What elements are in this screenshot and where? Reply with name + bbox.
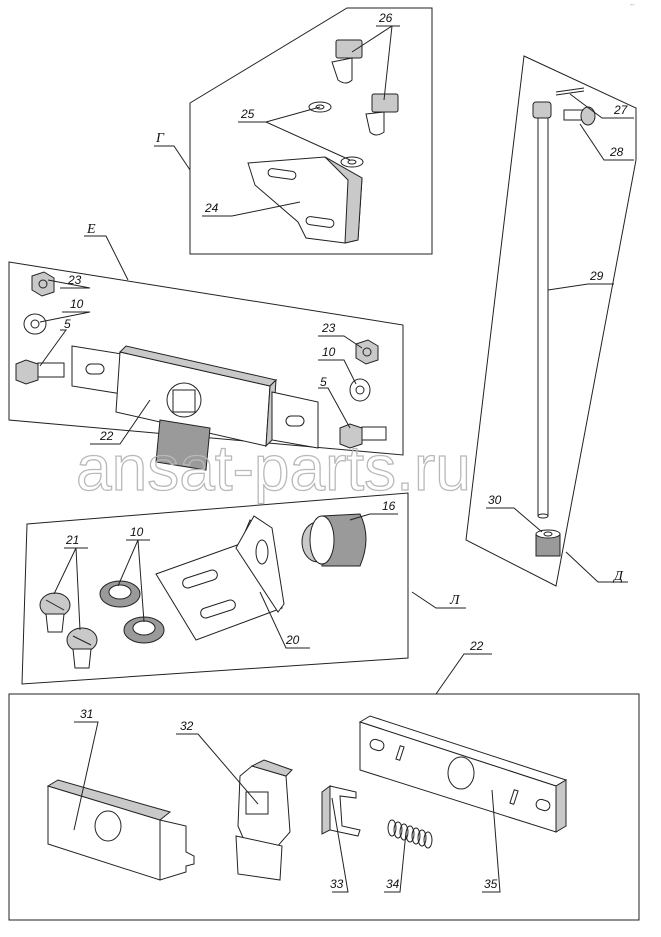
callout-29: 29: [589, 269, 604, 283]
cotter-pin-27: [555, 87, 585, 96]
group-label-l: Л: [449, 593, 461, 608]
panel-d: 27 28 29 30 Д: [465, 55, 637, 587]
group-label-g: Г: [155, 131, 165, 146]
bolt-26-b: [365, 93, 399, 136]
pin-28: [563, 106, 596, 126]
callout-28: 28: [609, 145, 624, 159]
bolt-5-a: [15, 359, 65, 385]
panel-e: 23 10 5 22 23 10 5 Е: [8, 222, 404, 471]
callout-21: 21: [65, 533, 79, 547]
callout-22: 22: [99, 429, 114, 443]
callout-32: 32: [180, 719, 194, 733]
washer-25-b-hole: [347, 159, 357, 165]
nut-23-a: [31, 271, 55, 297]
housing-31: [46, 779, 195, 881]
washer-25-a-hole: [315, 104, 325, 110]
bushing-30: [535, 529, 561, 557]
group-label-d: Д: [612, 569, 624, 584]
plate-35: [358, 715, 568, 833]
corner-mark: ᵔᵔ: [630, 4, 635, 10]
rod-29: [532, 101, 552, 519]
grommet-10-a: [99, 580, 141, 608]
callout-33: 33: [330, 877, 344, 891]
callout-22-sub: 22: [469, 639, 484, 653]
callout-16: 16: [382, 499, 396, 513]
callout-34: 34: [386, 877, 400, 891]
callout-30: 30: [488, 493, 502, 507]
callout-5-left: 5: [64, 317, 71, 331]
spring-34: [387, 819, 433, 849]
callout-31: 31: [80, 707, 93, 721]
spring-clip-33: [321, 785, 361, 837]
screw-21-a: [39, 592, 71, 633]
bolt-26-a: [331, 39, 363, 84]
group-label-e: Е: [86, 222, 96, 237]
panel-l: 21 10 16 20 Л: [21, 492, 466, 685]
panel-g: 26 25 24 Г: [154, 7, 433, 255]
callout-10-left: 10: [70, 297, 84, 311]
cam-32: [235, 759, 293, 881]
screw-21-b: [66, 627, 98, 669]
angle-bracket-20: [155, 515, 285, 641]
bumper-16: [301, 513, 367, 567]
washer-25-b: [340, 156, 364, 168]
watermark: ansat-parts.ru: [76, 432, 471, 504]
callout-35: 35: [484, 877, 498, 891]
latch-housing-22: [71, 345, 319, 471]
callout-10-right: 10: [322, 345, 336, 359]
callout-23-right: 23: [321, 321, 336, 335]
callout-25: 25: [240, 107, 255, 121]
bolt-5-b: [339, 423, 387, 449]
subassembly-22: 22: [8, 639, 640, 921]
callout-23-left: 23: [67, 273, 82, 287]
callout-27: 27: [613, 103, 629, 117]
callout-20: 20: [285, 633, 300, 647]
washer-10-b: [349, 378, 371, 402]
callout-5-right: 5: [320, 375, 327, 389]
callout-10-center: 10: [130, 525, 144, 539]
bracket-24: [247, 156, 363, 244]
callout-26: 26: [378, 11, 393, 25]
washer-10-a: [23, 313, 47, 335]
nut-23-b: [355, 339, 379, 365]
callout-24: 24: [204, 201, 219, 215]
